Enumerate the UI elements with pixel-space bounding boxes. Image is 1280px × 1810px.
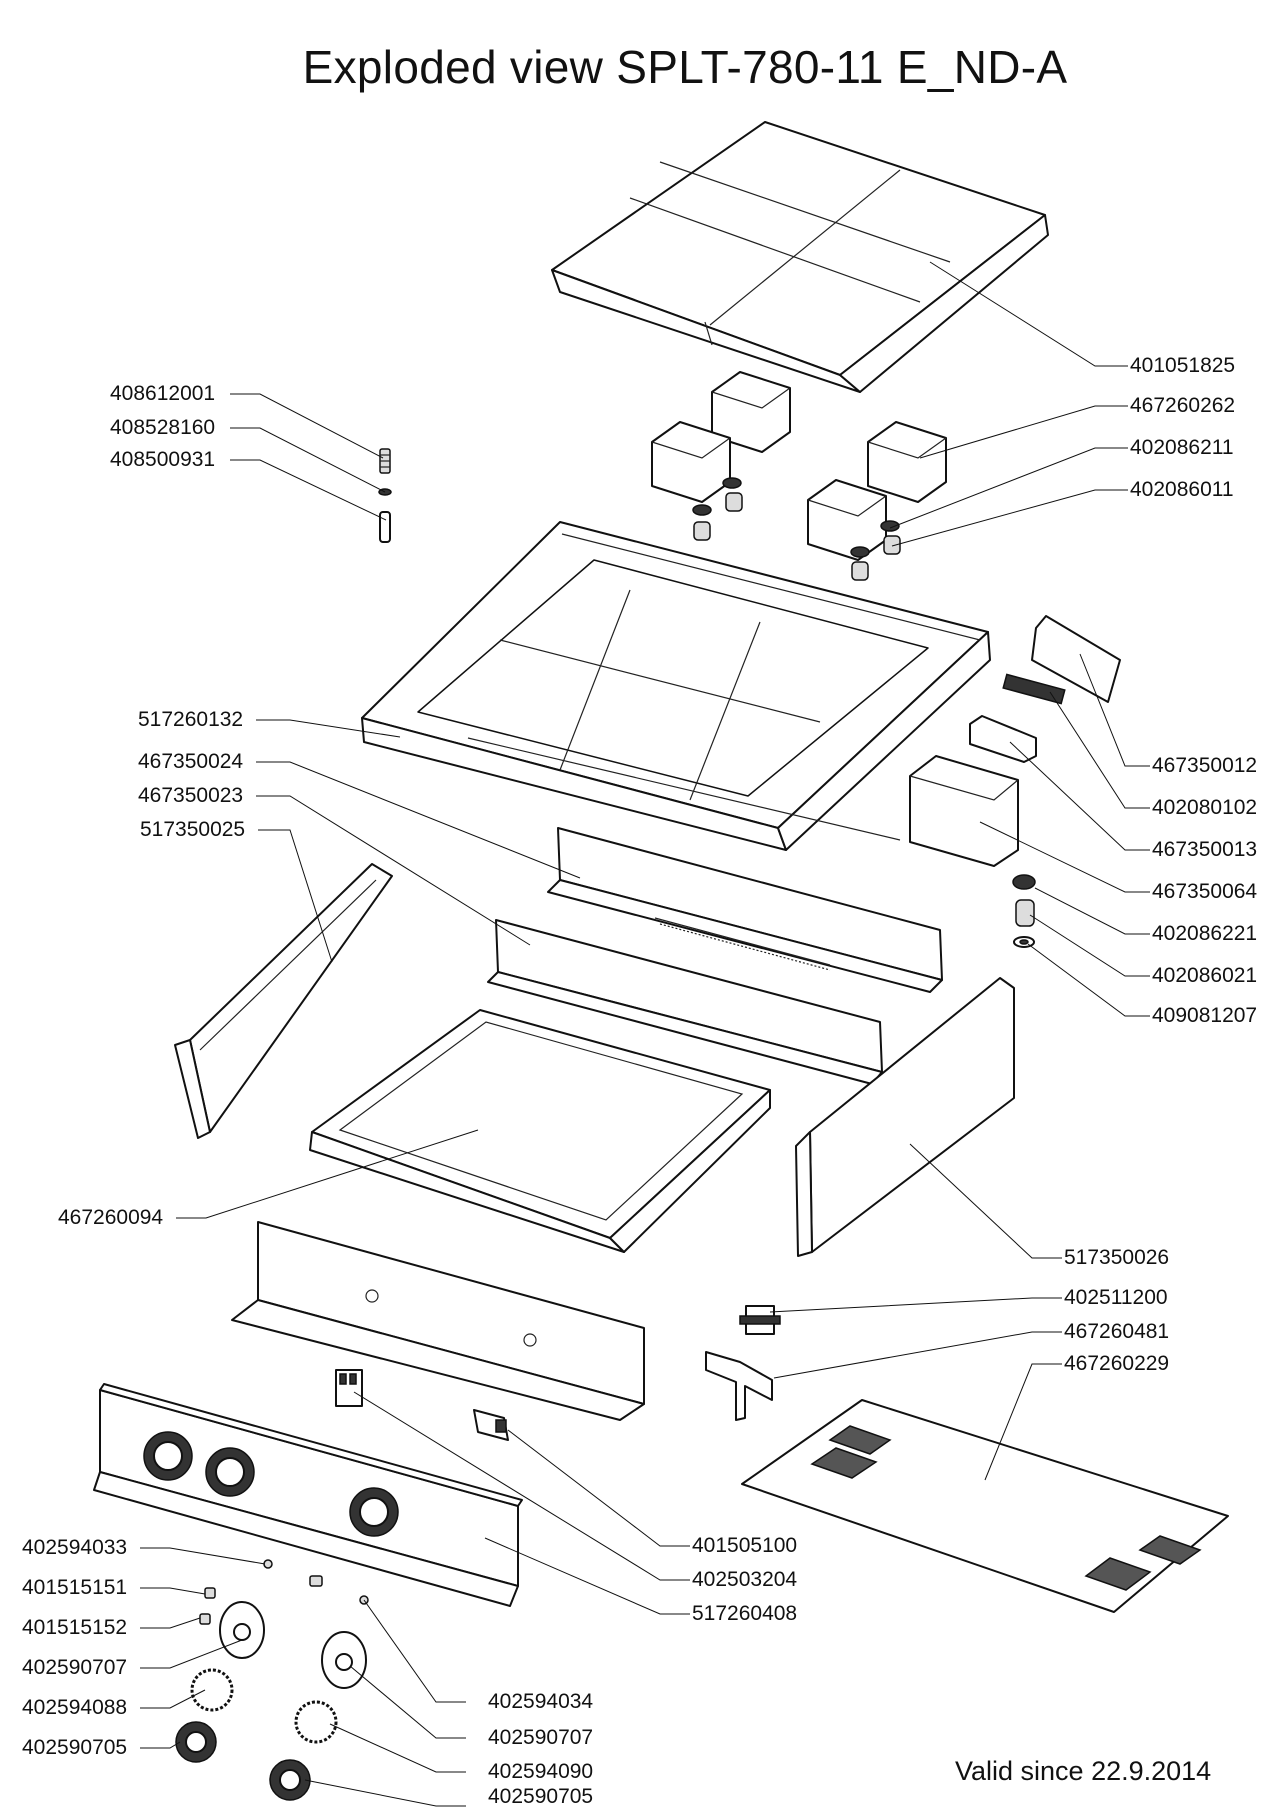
part-label-402590707-left: 402590707 (22, 1656, 128, 1679)
heating-boxes (651, 371, 947, 561)
part-label-517350025: 517350025 (140, 818, 246, 841)
relay-and-bracket (705, 1305, 781, 1421)
part-label-517260132: 517260132 (138, 708, 244, 731)
part-label-409081207: 409081207 (1152, 1004, 1258, 1027)
rear-chassis (487, 919, 883, 1085)
part-label-402590705-left: 402590705 (22, 1736, 128, 1759)
part-label-402590707-right: 402590707 (488, 1726, 594, 1749)
terminal-block (1002, 673, 1066, 705)
part-label-408500931: 408500931 (110, 448, 216, 471)
part-label-402594033: 402594033 (22, 1536, 128, 1559)
switches (335, 1369, 509, 1441)
part-label-402590705-right: 402590705 (488, 1785, 594, 1808)
leader-lines (140, 261, 1150, 1807)
side-panel-right (795, 977, 1015, 1257)
part-label-467260094: 467260094 (58, 1206, 164, 1229)
part-label-467350024: 467350024 (138, 750, 244, 773)
part-label-401515151: 401515151 (22, 1576, 128, 1599)
part-label-467260262: 467260262 (1130, 394, 1236, 417)
part-label-467350012: 467350012 (1152, 754, 1258, 777)
bottom-plate (741, 1399, 1229, 1613)
control-panel (93, 1383, 523, 1607)
part-label-402086211: 402086211 (1130, 436, 1234, 459)
connection-box (909, 755, 1019, 867)
part-label-402594088: 402594088 (22, 1696, 128, 1719)
part-label-408528160: 408528160 (110, 416, 216, 439)
side-panel-left (174, 863, 393, 1139)
rail (969, 715, 1037, 763)
part-label-517260408: 517260408 (692, 1602, 798, 1625)
main-frame (361, 521, 991, 851)
part-label-402086221: 402086221 (1152, 922, 1258, 945)
rear-panel (547, 827, 943, 993)
part-label-467350013: 467350013 (1152, 838, 1258, 861)
part-label-408612001: 408612001 (110, 382, 216, 405)
part-label-401051825: 401051825 (1130, 354, 1236, 377)
cooking-plate (551, 121, 1049, 393)
part-label-402503204: 402503204 (692, 1568, 798, 1591)
part-label-402086021: 402086021 (1152, 964, 1258, 987)
cable-glands (1012, 874, 1036, 948)
part-label-401505100: 401505100 (692, 1534, 798, 1557)
knob-parts (175, 1559, 369, 1801)
part-label-402594090: 402594090 (488, 1760, 594, 1783)
part-label-402086011: 402086011 (1130, 478, 1234, 501)
fittings-top (692, 477, 901, 581)
part-label-467260481: 467260481 (1064, 1320, 1170, 1343)
front-bracket (231, 1221, 645, 1421)
valid-since-note: Valid since 22.9.2014 (955, 1756, 1212, 1786)
part-label-467260229: 467260229 (1064, 1352, 1170, 1375)
part-label-467350064: 467350064 (1152, 880, 1258, 903)
part-label-402511200: 402511200 (1064, 1286, 1168, 1309)
part-label-402080102: 402080102 (1152, 796, 1258, 819)
part-label-401515152: 401515152 (22, 1616, 128, 1639)
diagram-title: Exploded view SPLT-780-11 E_ND-A (302, 41, 1068, 93)
cover-plate (1031, 615, 1121, 703)
part-label-467350023: 467350023 (138, 784, 244, 807)
part-label-402594034: 402594034 (488, 1690, 594, 1713)
part-label-517350026: 517350026 (1064, 1246, 1170, 1269)
drip-tray (309, 1009, 771, 1253)
spring-pin-set (378, 448, 392, 543)
